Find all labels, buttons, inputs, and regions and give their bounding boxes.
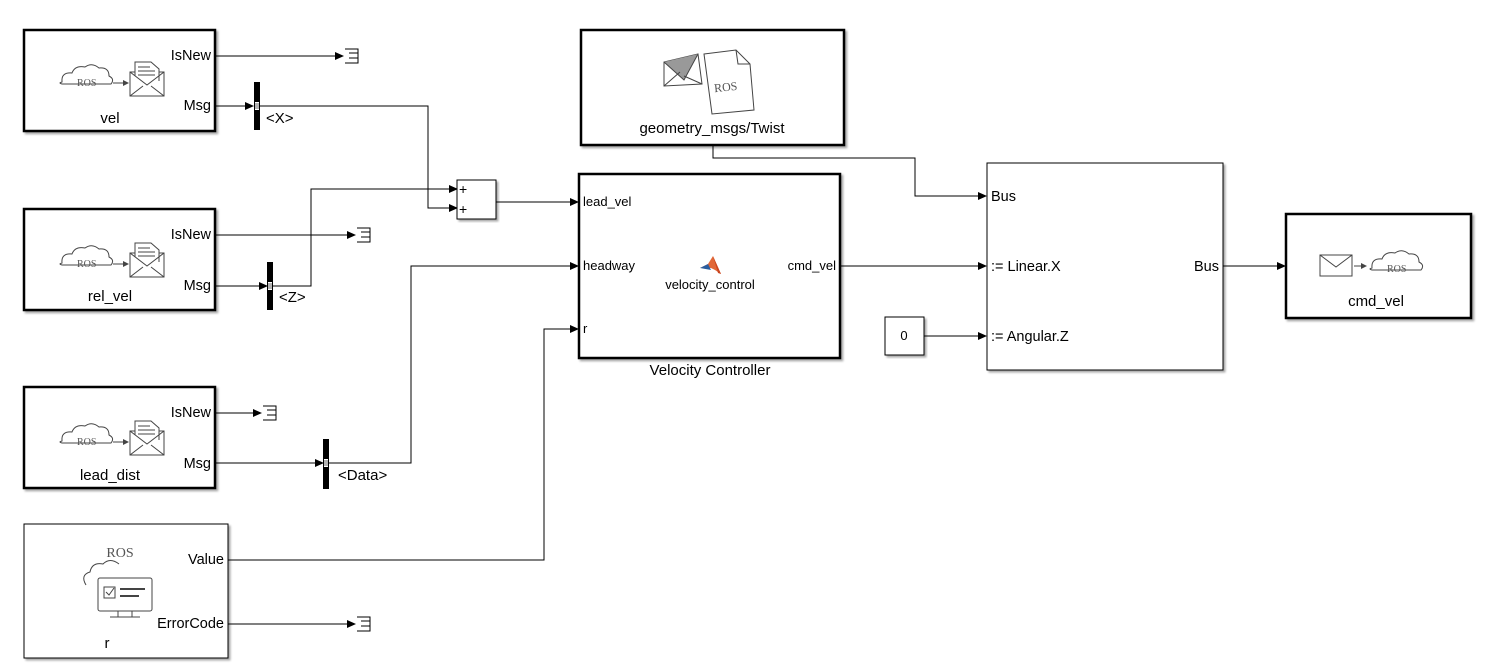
block-caption: cmd_vel xyxy=(1348,293,1404,310)
blank-message-block[interactable]: ROS geometry_msgs/Twist xyxy=(579,28,846,147)
signal-lines xyxy=(215,52,1286,628)
port-msg: Msg xyxy=(184,456,211,472)
subscriber-block-vel[interactable]: ROS IsNew Msg vel xyxy=(22,28,217,133)
block-caption: Velocity Controller xyxy=(650,362,771,379)
port-errorcode: ErrorCode xyxy=(157,616,224,632)
function-name: velocity_control xyxy=(665,277,755,292)
port-bus-out: Bus xyxy=(1194,259,1219,275)
selector-label: <Z> xyxy=(279,289,306,306)
block-caption: lead_dist xyxy=(80,467,141,484)
bus-selector-data[interactable]: <Data> xyxy=(323,439,387,489)
port-r: r xyxy=(583,321,588,336)
terminator-blocks xyxy=(263,48,371,632)
bus-assignment-block[interactable]: Bus := Linear.X := Angular.Z Bus xyxy=(986,162,1224,371)
subscriber-block-lead-dist[interactable]: ROS IsNew Msg lead_dist xyxy=(22,385,217,490)
port-headway: headway xyxy=(583,258,636,273)
ros-subscribe-icon: ROS xyxy=(59,242,165,278)
port-isnew: IsNew xyxy=(171,227,212,243)
port-bus-in: Bus xyxy=(991,189,1016,205)
terminator[interactable] xyxy=(357,227,371,243)
sum-block[interactable]: + + xyxy=(456,179,497,220)
publisher-block-cmd-vel[interactable]: ROS cmd_vel xyxy=(1284,212,1473,320)
matlab-logo-icon xyxy=(700,256,721,274)
selector-label: <X> xyxy=(266,110,294,127)
block-caption: rel_vel xyxy=(88,288,132,305)
svg-text:ROS: ROS xyxy=(77,259,96,270)
bus-selector-z[interactable]: <Z> xyxy=(267,262,306,310)
bus-selector-x[interactable]: <X> xyxy=(254,82,294,130)
port-cmd-vel: cmd_vel xyxy=(788,258,837,273)
port-isnew: IsNew xyxy=(171,48,212,64)
subscriber-block-rel-vel[interactable]: ROS IsNew Msg rel_vel xyxy=(22,207,217,312)
port-lead-vel: lead_vel xyxy=(583,194,632,209)
constant-value: 0 xyxy=(900,328,907,343)
port-msg: Msg xyxy=(184,98,211,114)
selector-label: <Data> xyxy=(338,467,387,484)
velocity-controller-block[interactable]: lead_vel headway r cmd_vel velocity_cont… xyxy=(577,172,842,379)
ros-publish-icon: ROS xyxy=(1319,250,1424,277)
ros-subscribe-icon: ROS xyxy=(59,420,165,456)
ros-parameter-icon: ROS xyxy=(83,546,153,618)
sum-sign: + xyxy=(459,201,467,217)
port-msg: Msg xyxy=(184,278,211,294)
ros-message-icon: ROS xyxy=(663,49,755,115)
terminator[interactable] xyxy=(263,405,277,421)
svg-text:ROS: ROS xyxy=(106,546,133,561)
port-angular-z: := Angular.Z xyxy=(991,329,1069,345)
terminator[interactable] xyxy=(357,616,371,632)
svg-text:ROS: ROS xyxy=(77,437,96,448)
constant-block[interactable]: 0 xyxy=(884,316,925,356)
port-isnew: IsNew xyxy=(171,405,212,421)
port-linear-x: := Linear.X xyxy=(991,259,1061,275)
ros-subscribe-icon: ROS xyxy=(59,61,165,97)
terminator[interactable] xyxy=(345,48,359,64)
svg-text:ROS: ROS xyxy=(1387,264,1406,275)
svg-text:ROS: ROS xyxy=(713,79,738,95)
block-caption: vel xyxy=(100,110,119,127)
get-parameter-block-r[interactable]: ROS Value ErrorCode r xyxy=(23,523,229,659)
port-value: Value xyxy=(188,552,224,568)
sum-sign: + xyxy=(459,181,467,197)
block-caption: geometry_msgs/Twist xyxy=(639,120,785,137)
block-caption: r xyxy=(105,635,110,652)
svg-text:ROS: ROS xyxy=(77,78,96,89)
